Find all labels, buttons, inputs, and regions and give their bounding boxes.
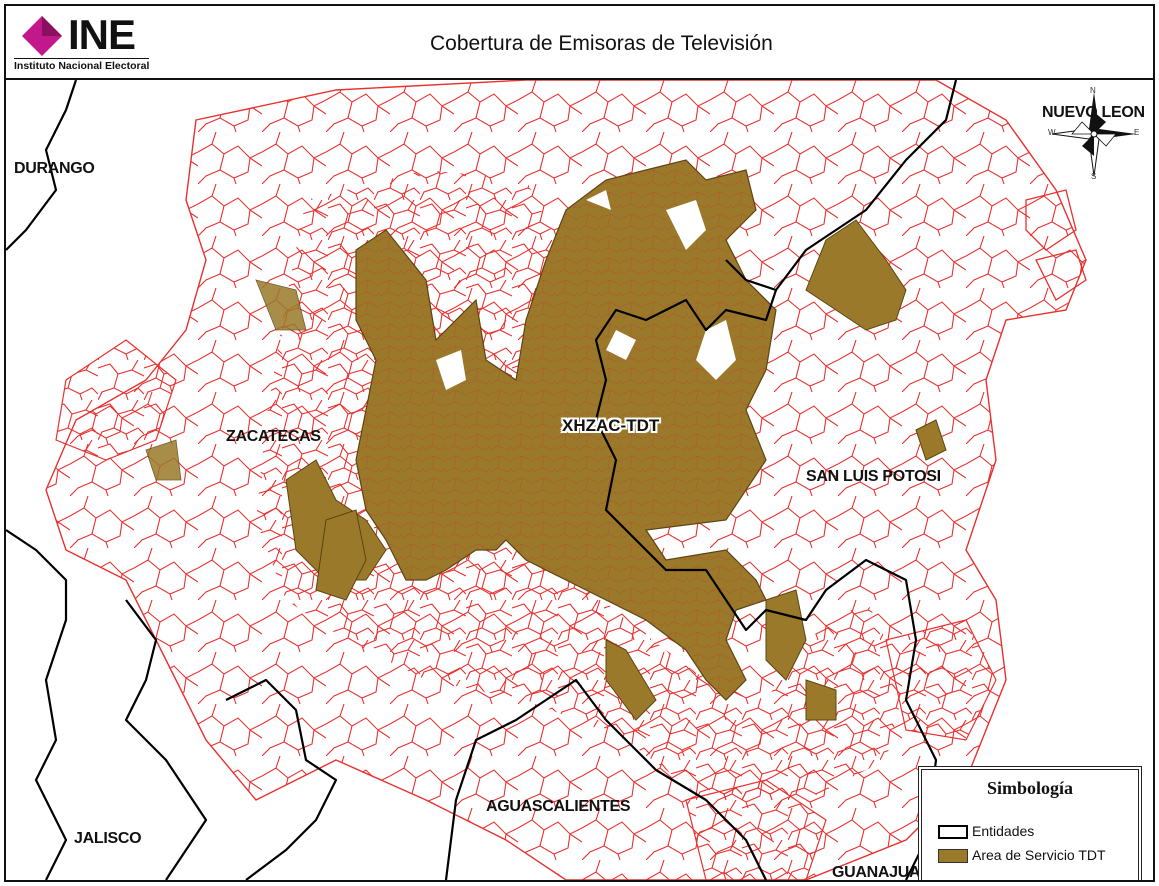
state-label-durango: DURANGO [14,160,95,177]
legend-label: Entidades [972,823,1035,839]
legend-title: Simbología [986,778,1074,798]
state-boundaries [6,80,958,880]
state-label-aguascalientes: AGUASCALIENTES [486,798,631,815]
ine-logo: INE Instituto Nacional Electoral [12,12,180,74]
coverage-map[interactable]: N S E W DURANGO NUEVO LEON ZACATECAS SAN… [6,80,1153,880]
legend-swatch-outline [938,825,968,839]
compass-n: N [1090,86,1096,95]
state-label-zacatecas: ZACATECAS [226,428,321,445]
page-title: Cobertura de Emisoras de Televisión [430,32,773,55]
map-canvas[interactable] [6,80,1153,880]
map-sheet: INE Instituto Nacional Electoral Cobertu… [4,4,1155,882]
station-label[interactable]: XHZAC-TDT [562,416,660,435]
state-label-san-luis-potosi: SAN LUIS POTOSI [806,468,941,485]
compass-rose-icon [1051,92,1136,177]
logo-subtitle: Instituto Nacional Electoral [14,58,150,72]
legend-label: Area de Servicio TDT [972,847,1106,863]
state-label-nuevo-leon: NUEVO LEON [1042,104,1145,121]
compass-e: E [1134,128,1140,137]
state-label-guanajuato: GUANAJUATO [832,864,941,880]
state-label-jalisco: JALISCO [74,830,142,847]
ine-diamond-icon [22,16,62,56]
legend-swatch-fill [938,849,968,863]
compass-s: S [1091,172,1097,181]
header-bar: INE Instituto Nacional Electoral Cobertu… [6,6,1153,80]
tdt-service-area[interactable] [145,159,947,721]
legend: Simbología Entidades Area de Servicio TD… [918,766,1142,880]
logo-wordmark: INE [68,11,136,58]
compass-w: W [1048,128,1056,137]
